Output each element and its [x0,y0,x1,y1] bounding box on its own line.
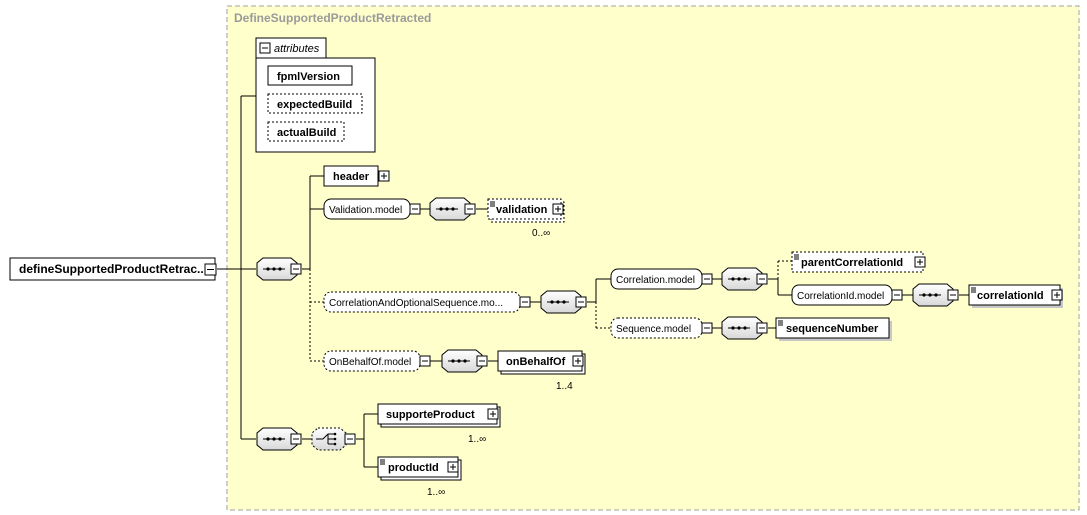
choice-compositor[interactable] [311,427,356,451]
element-label: onBehalfOf [506,356,566,368]
group-sequence-model[interactable]: Sequence.model [610,317,713,339]
sequence-compositor-correlation-model[interactable] [721,267,768,291]
sequence-compositor-main[interactable] [256,257,302,281]
group-correlation-optional-sequence-model[interactable]: CorrelationAndOptionalSequence.mo... [323,291,531,313]
attribute-fpmlversion[interactable]: fpmlVersion [267,65,353,86]
element-label: productId [388,462,439,474]
element-validation[interactable]: validation 0..∞ [487,198,565,239]
group-correlation-id-model[interactable]: CorrelationId.model [791,284,903,306]
doc-icon [490,201,495,207]
attribute-label: actualBuild [277,127,336,139]
element-label: header [333,171,370,183]
group-correlation-model[interactable]: Correlation.model [610,268,713,290]
element-label: correlationId [977,290,1044,302]
group-label: CorrelationId.model [797,291,884,302]
cardinality-label: 0..∞ [532,228,550,239]
group-label: OnBehalfOf.model [329,357,411,368]
root-element[interactable]: defineSupportedProductRetrac... [9,257,217,281]
element-parent-correlation-id[interactable]: parentCorrelationId [791,251,926,273]
sequence-compositor-correlation-id[interactable] [912,283,959,307]
element-label: parentCorrelationId [801,257,903,269]
cardinality-label: 1..4 [556,381,573,392]
root-element-label: defineSupportedProductRetrac... [19,262,207,276]
doc-icon [778,320,783,326]
sequence-compositor-validation[interactable] [429,197,476,221]
sequence-compositor-product[interactable] [256,427,302,451]
element-correlation-id[interactable]: correlationId [968,284,1063,308]
element-sequence-number[interactable]: sequenceNumber [775,317,892,341]
attributes-label: attributes [274,43,320,55]
cardinality-label: 1..∞ [468,434,486,445]
group-on-behalf-of-model[interactable]: OnBehalfOf.model [323,350,431,372]
connector-lines [217,95,969,468]
cardinality-label: 1..∞ [427,487,445,498]
element-label: validation [496,204,548,216]
optional-connector-lines [309,260,792,362]
collapse-icon[interactable] [259,42,271,54]
sequence-compositor-sequence-model[interactable] [721,316,768,340]
attributes-group: attributes fpmlVersion expectedBuild act… [255,37,376,153]
element-label: supporteProduct [386,409,475,421]
group-label: Sequence.model [616,324,691,335]
attribute-label: expectedBuild [277,99,352,111]
element-label: sequenceNumber [786,323,879,335]
sequence-compositor-on-behalf-of[interactable] [441,349,488,373]
element-supporte-product[interactable]: supporteProduct 1..∞ [377,403,501,445]
group-label: Correlation.model [616,275,695,286]
doc-icon [380,459,385,465]
element-on-behalf-of[interactable]: onBehalfOf 1..4 [497,350,586,392]
complex-type-title: DefineSupportedProductRetracted [234,11,431,25]
group-label: Validation.model [329,205,402,216]
doc-icon [794,254,799,260]
attribute-actualbuild[interactable]: actualBuild [267,121,345,142]
sequence-compositor-correlation[interactable] [540,290,587,314]
group-validation-model[interactable]: Validation.model [323,198,421,220]
attribute-expectedbuild[interactable]: expectedBuild [267,93,363,114]
doc-icon [971,287,976,293]
attribute-label: fpmlVersion [277,71,340,83]
group-label: CorrelationAndOptionalSequence.mo... [329,298,503,309]
element-product-id[interactable]: productId 1..∞ [377,456,462,498]
element-header[interactable]: header [323,165,390,187]
